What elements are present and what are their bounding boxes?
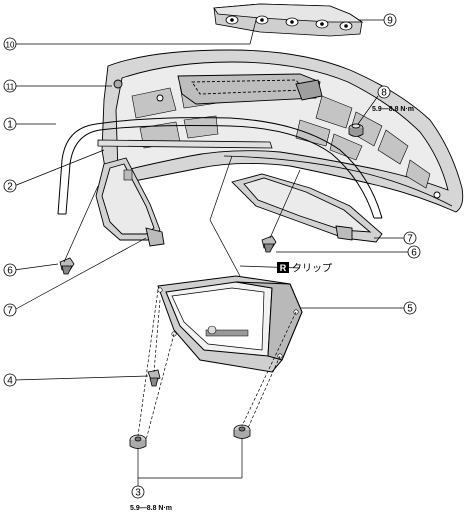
- part-6-clip-left: [59, 257, 75, 275]
- torque-spec-lower: 5.9—8.8 N·m: [130, 505, 172, 512]
- hood-panel: [101, 49, 464, 213]
- svg-text:8: 8: [381, 88, 387, 99]
- part-5-air-duct: [157, 275, 303, 373]
- svg-text:7: 7: [7, 306, 13, 317]
- part-9-insulator-strip: [213, 3, 364, 37]
- svg-text:6: 6: [411, 248, 417, 259]
- callout-3: 3: [131, 485, 145, 499]
- svg-text:4: 4: [7, 376, 13, 387]
- callout-10: 10: [3, 37, 17, 51]
- svg-text:2: 2: [7, 182, 13, 193]
- part-7-right-cover: [231, 173, 383, 243]
- callout-6-left: 6: [3, 263, 17, 277]
- callout-5: 5: [403, 301, 417, 315]
- callout-7-right: 7: [403, 231, 417, 245]
- replace-badge: [277, 262, 289, 273]
- svg-text:3: 3: [135, 488, 141, 499]
- part-8-bolt: [348, 123, 364, 137]
- part-3-nut-right: [233, 424, 251, 439]
- callout-11: 11: [3, 79, 17, 93]
- svg-text:5: 5: [407, 304, 413, 315]
- svg-text:6: 6: [7, 266, 13, 277]
- svg-text:1: 1: [7, 120, 13, 131]
- part-6-clip-right: [261, 235, 277, 253]
- svg-text:9: 9: [387, 16, 393, 27]
- torque-spec-upper: 5.9—8.8 N·m: [372, 106, 414, 113]
- svg-text:7: 7: [407, 234, 413, 245]
- clip-note: R クリップ: [277, 262, 332, 275]
- leader-lines: [13, 19, 408, 486]
- clip-note-label: クリップ: [292, 263, 332, 275]
- svg-text:R: R: [280, 263, 287, 273]
- alignment-lines: [137, 289, 297, 441]
- callout-9: 9: [383, 13, 397, 27]
- callout-2: 2: [3, 179, 17, 193]
- part-1-weatherstrip: [57, 117, 383, 219]
- part-4-clip: [147, 369, 161, 387]
- callout-4: 4: [3, 373, 17, 387]
- svg-text:10: 10: [6, 41, 15, 50]
- callout-7-left: 7: [3, 303, 17, 317]
- callout-8: 8: [377, 85, 391, 99]
- callout-6-right: 6: [407, 245, 421, 259]
- callout-1: 1: [3, 117, 17, 131]
- part-3-nut-left: [129, 434, 147, 449]
- part-7-left-cover: [95, 157, 165, 247]
- svg-text:11: 11: [6, 83, 15, 92]
